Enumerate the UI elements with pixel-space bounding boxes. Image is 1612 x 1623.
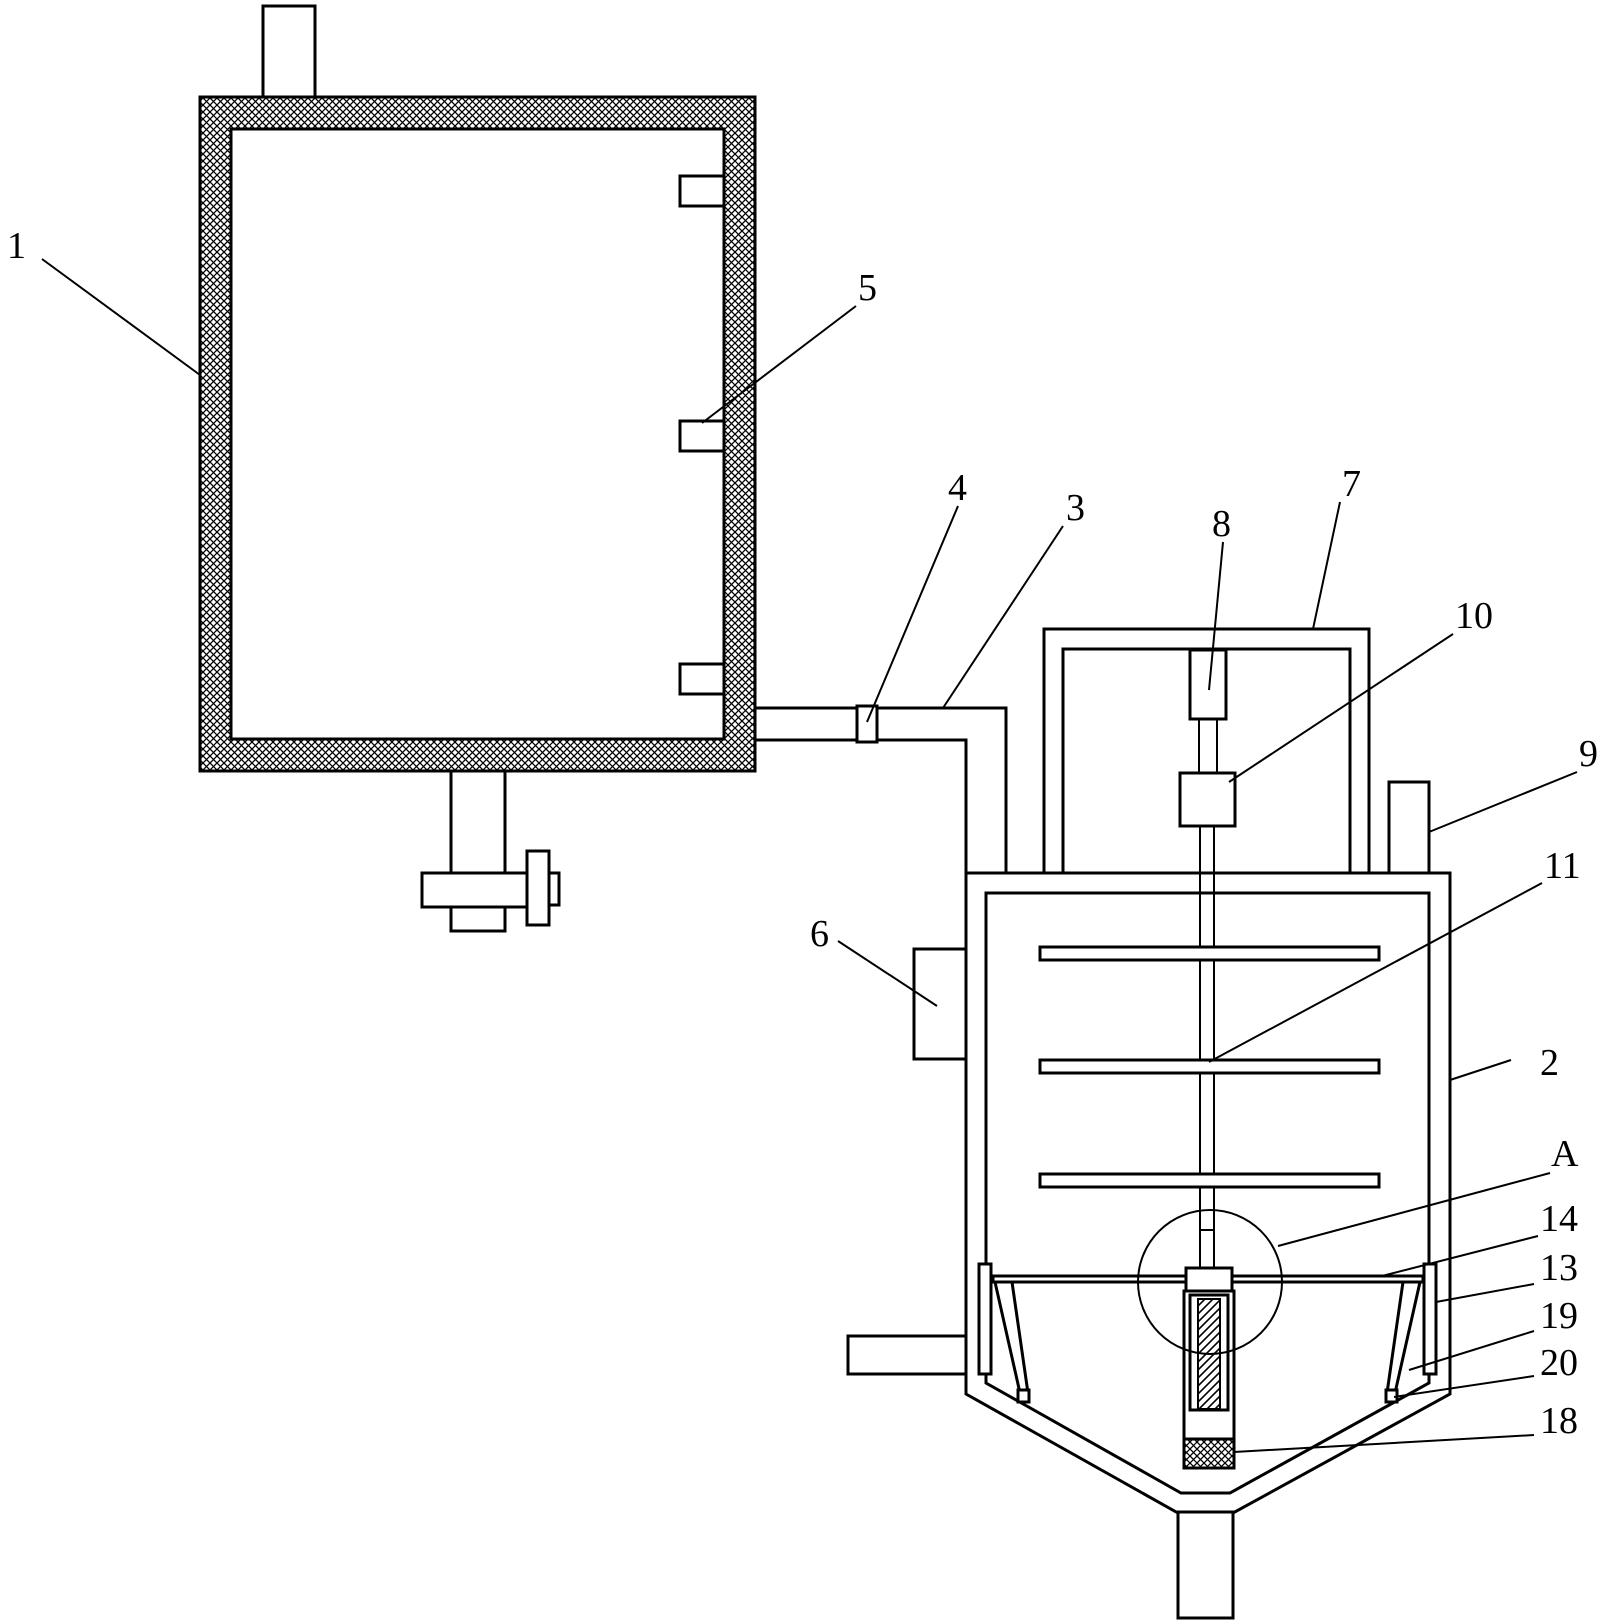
blade-top (1038, 945, 1381, 962)
vessel-inner-shell (984, 891, 1431, 1495)
stirring-blades (1038, 945, 1381, 1189)
label-13: 13 (1540, 1247, 1578, 1289)
vessel-bottom-discharge (1176, 1510, 1235, 1620)
tank-top-inlet-pipe (261, 4, 317, 100)
tank-hatched-wall (198, 95, 757, 773)
agitator-drive (1178, 648, 1237, 1268)
label-3: 3 (1066, 487, 1085, 529)
leader-lines (41, 258, 1578, 1453)
coupling (1178, 771, 1237, 828)
label-2: 2 (1540, 1042, 1559, 1084)
tank-bottom-outlet-valve (420, 769, 561, 933)
side-mounted-box (912, 947, 968, 1061)
motor (1188, 648, 1228, 721)
label-20: 20 (1540, 1342, 1578, 1384)
tank-lug-middle (678, 419, 726, 453)
label-6: 6 (810, 913, 829, 955)
right-side-bracket (1422, 1262, 1438, 1376)
mixing-vessel (846, 780, 1452, 1620)
right-scraper-arm (1385, 1280, 1422, 1395)
vessel-side-outlet-pipe (846, 1334, 968, 1376)
label-11: 11 (1544, 845, 1581, 887)
label-7: 7 (1342, 463, 1361, 505)
vessel-top-vent-pipe (1387, 780, 1431, 875)
label-10: 10 (1455, 595, 1493, 637)
motor-shaft-upper (1198, 719, 1218, 773)
storage-tank (198, 4, 757, 933)
label-5: 5 (858, 267, 877, 309)
left-scraper-tip (1016, 1388, 1031, 1404)
label-1: 1 (7, 225, 26, 267)
label-14: 14 (1540, 1198, 1578, 1240)
detail-circle-a (1137, 1209, 1283, 1355)
agitator-shaft (1199, 826, 1215, 1268)
left-side-bracket (977, 1262, 993, 1376)
label-9: 9 (1579, 733, 1598, 775)
lower-assembly (977, 1209, 1438, 1470)
reference-labels: 1 2 3 4 5 6 7 8 9 10 11 A 14 13 19 20 18 (7, 225, 1598, 1442)
blade-bottom (1038, 1172, 1381, 1189)
left-scraper-arm (993, 1280, 1030, 1395)
tank-lug-top (678, 174, 726, 208)
tank-lug-bottom (678, 662, 726, 696)
label-4: 4 (948, 467, 967, 509)
pipe-valve (855, 704, 879, 744)
bottom-hatched-block (1182, 1437, 1236, 1470)
label-18: 18 (1540, 1400, 1578, 1442)
label-8: 8 (1212, 503, 1231, 545)
label-a: A (1551, 1133, 1579, 1175)
sleeve-cap (1184, 1266, 1234, 1293)
connecting-pipe (755, 704, 1008, 873)
blade-middle (1038, 1058, 1381, 1075)
label-19: 19 (1540, 1295, 1578, 1337)
